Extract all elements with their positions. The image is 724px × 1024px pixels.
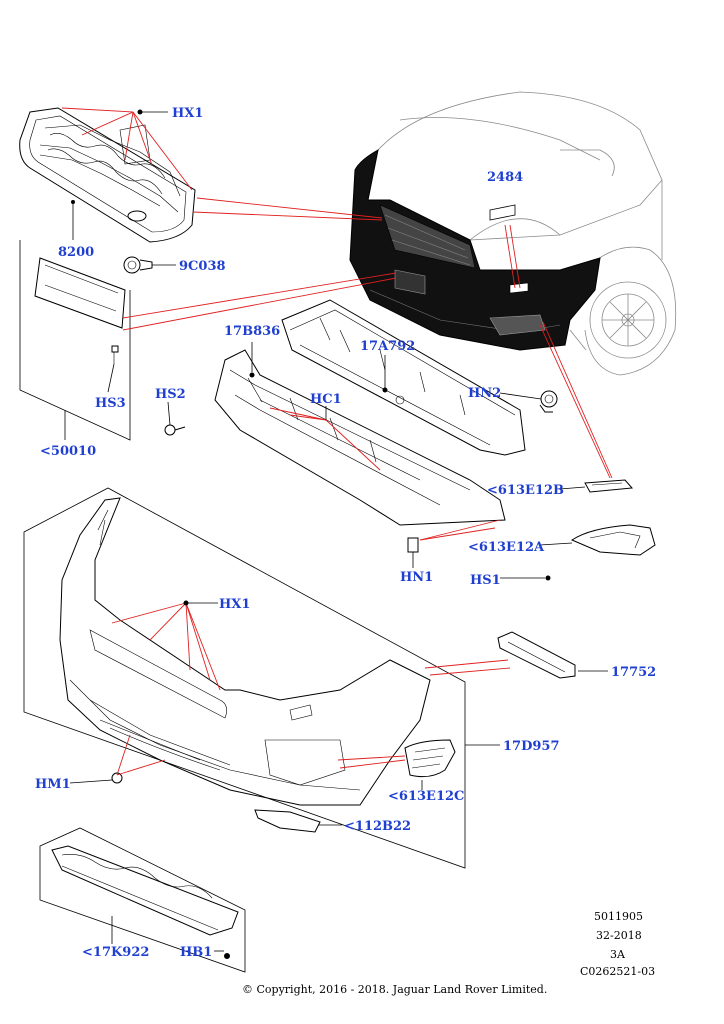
ref-date: 32-2018 <box>596 929 642 942</box>
callout-hc1[interactable]: HC1 <box>310 392 342 407</box>
ref-code: C0262521-03 <box>580 965 655 978</box>
callout-613e12b[interactable]: <613E12B <box>487 483 564 498</box>
license-plate-bracket <box>19 240 131 441</box>
callout-17k922[interactable]: <17K922 <box>82 945 149 960</box>
leader-lines <box>61 107 613 776</box>
screw-hs2 <box>164 424 186 436</box>
trim-112b22 <box>254 809 321 833</box>
trim-17752 <box>497 631 576 679</box>
callout-hn1[interactable]: HN1 <box>400 570 433 585</box>
grille-part <box>19 107 196 243</box>
callout-2484[interactable]: 2484 <box>487 170 523 185</box>
callout-17752[interactable]: 17752 <box>611 665 656 680</box>
nut-hn1 <box>407 537 419 553</box>
callout-613e12a[interactable]: <613E12A <box>468 540 545 555</box>
bumper-cover <box>59 497 431 806</box>
bracket-613e12b <box>584 479 634 493</box>
lower-grille-group <box>39 827 246 973</box>
callout-hm1[interactable]: HM1 <box>35 777 71 792</box>
callout-50010[interactable]: <50010 <box>40 444 96 459</box>
callout-8200[interactable]: 8200 <box>58 245 94 260</box>
callout-17b836[interactable]: 17B836 <box>224 324 280 339</box>
callout-hb1[interactable]: HB1 <box>180 945 212 960</box>
callout-hs3[interactable]: HS3 <box>95 396 126 411</box>
callout-613e12c[interactable]: <613E12C <box>388 789 464 804</box>
fog-lamp-surround-613e12a <box>545 524 656 581</box>
label-leaders <box>64 109 608 952</box>
copyright: © Copyright, 2016 - 2018. Jaguar Land Ro… <box>242 983 547 996</box>
ref-revision: 3A <box>610 948 626 961</box>
grille-613e12c <box>404 739 456 778</box>
grommet-hn2 <box>539 390 558 413</box>
callout-17d957[interactable]: 17D957 <box>503 739 560 754</box>
clip-9c038 <box>123 256 153 274</box>
bumper-support-bracket <box>214 349 506 526</box>
bumper-cover-group <box>23 487 466 869</box>
callout-hn2[interactable]: HN2 <box>468 386 501 401</box>
callout-9c038[interactable]: 9C038 <box>179 259 226 274</box>
callout-hx1-bottom[interactable]: HX1 <box>219 597 250 612</box>
fastener-hm1 <box>111 772 123 784</box>
callout-hs1[interactable]: HS1 <box>470 573 501 588</box>
callout-17a792[interactable]: 17A792 <box>360 339 415 354</box>
callout-hs2[interactable]: HS2 <box>155 387 186 402</box>
reinforcement-beam <box>281 299 526 456</box>
vehicle-front <box>349 91 677 376</box>
ref-number: 5011905 <box>594 910 643 923</box>
callout-hx1-top[interactable]: HX1 <box>172 106 203 121</box>
callout-112b22[interactable]: <112B22 <box>344 819 411 834</box>
